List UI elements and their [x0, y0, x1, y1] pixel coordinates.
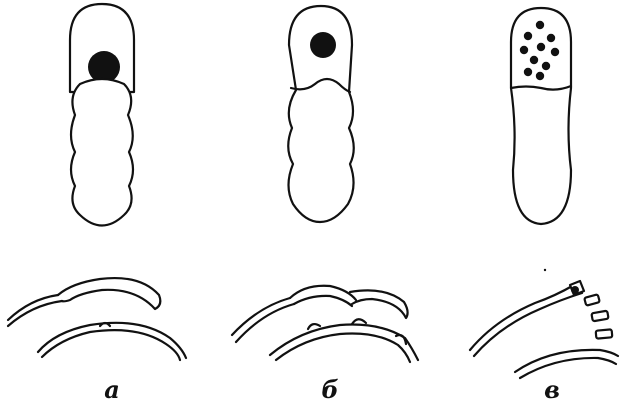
panel-v-fragment [591, 311, 608, 322]
panel-a-lower-body [71, 79, 133, 226]
panel-b-overlap-arc [350, 290, 408, 318]
panel-v-nucleus-dot [536, 72, 544, 80]
panel-v-fragment [584, 294, 600, 305]
panel-v-outer-arc [474, 293, 582, 356]
panel-a-cell [70, 4, 134, 226]
panel-b-nucleus [310, 32, 336, 58]
panel-b-inner-bump [396, 335, 406, 344]
panel-v-nucleus-dot [542, 62, 550, 70]
panel-a-caption: а [97, 376, 127, 404]
panel-b-inner-bump [308, 324, 320, 329]
panel-b-cell [288, 6, 354, 222]
panel-b-caption: б [315, 376, 345, 404]
panel-v-caption: в [537, 376, 567, 404]
panel-v-nucleus-dot [537, 43, 545, 51]
panel-b-inner-bump [352, 319, 366, 324]
panel-v-nucleus-dot [547, 34, 555, 42]
panel-v-cell [511, 8, 571, 224]
panel-a-inner-notch [100, 323, 110, 326]
panel-a-outer-arc [8, 295, 58, 320]
panel-v-nucleus-dot [524, 68, 532, 76]
panel-v-tip-nucleus [571, 286, 579, 294]
panel-b-overlap-arc [290, 286, 356, 300]
panel-v-nucleus-dot [524, 32, 532, 40]
panel-v-nucleus-dot [551, 48, 559, 56]
panel-v-nucleus-dot [530, 56, 538, 64]
panel-a-section [8, 278, 186, 360]
panel-b-outer-arc [232, 298, 290, 335]
panel-b-section [232, 286, 418, 362]
panel-b-inner-arc [270, 325, 418, 360]
panel-a-overlap-arc [58, 278, 160, 309]
panel-v-section [470, 281, 618, 378]
panel-a-inner-arc [38, 323, 186, 358]
speck-mark [544, 269, 546, 271]
panel-b-overlap-arc [294, 296, 352, 306]
panel-v-outline [511, 8, 571, 224]
panel-v-fragment [596, 329, 613, 338]
panel-v-nucleus-dot [520, 46, 528, 54]
panel-v-nucleus-dot [536, 21, 544, 29]
